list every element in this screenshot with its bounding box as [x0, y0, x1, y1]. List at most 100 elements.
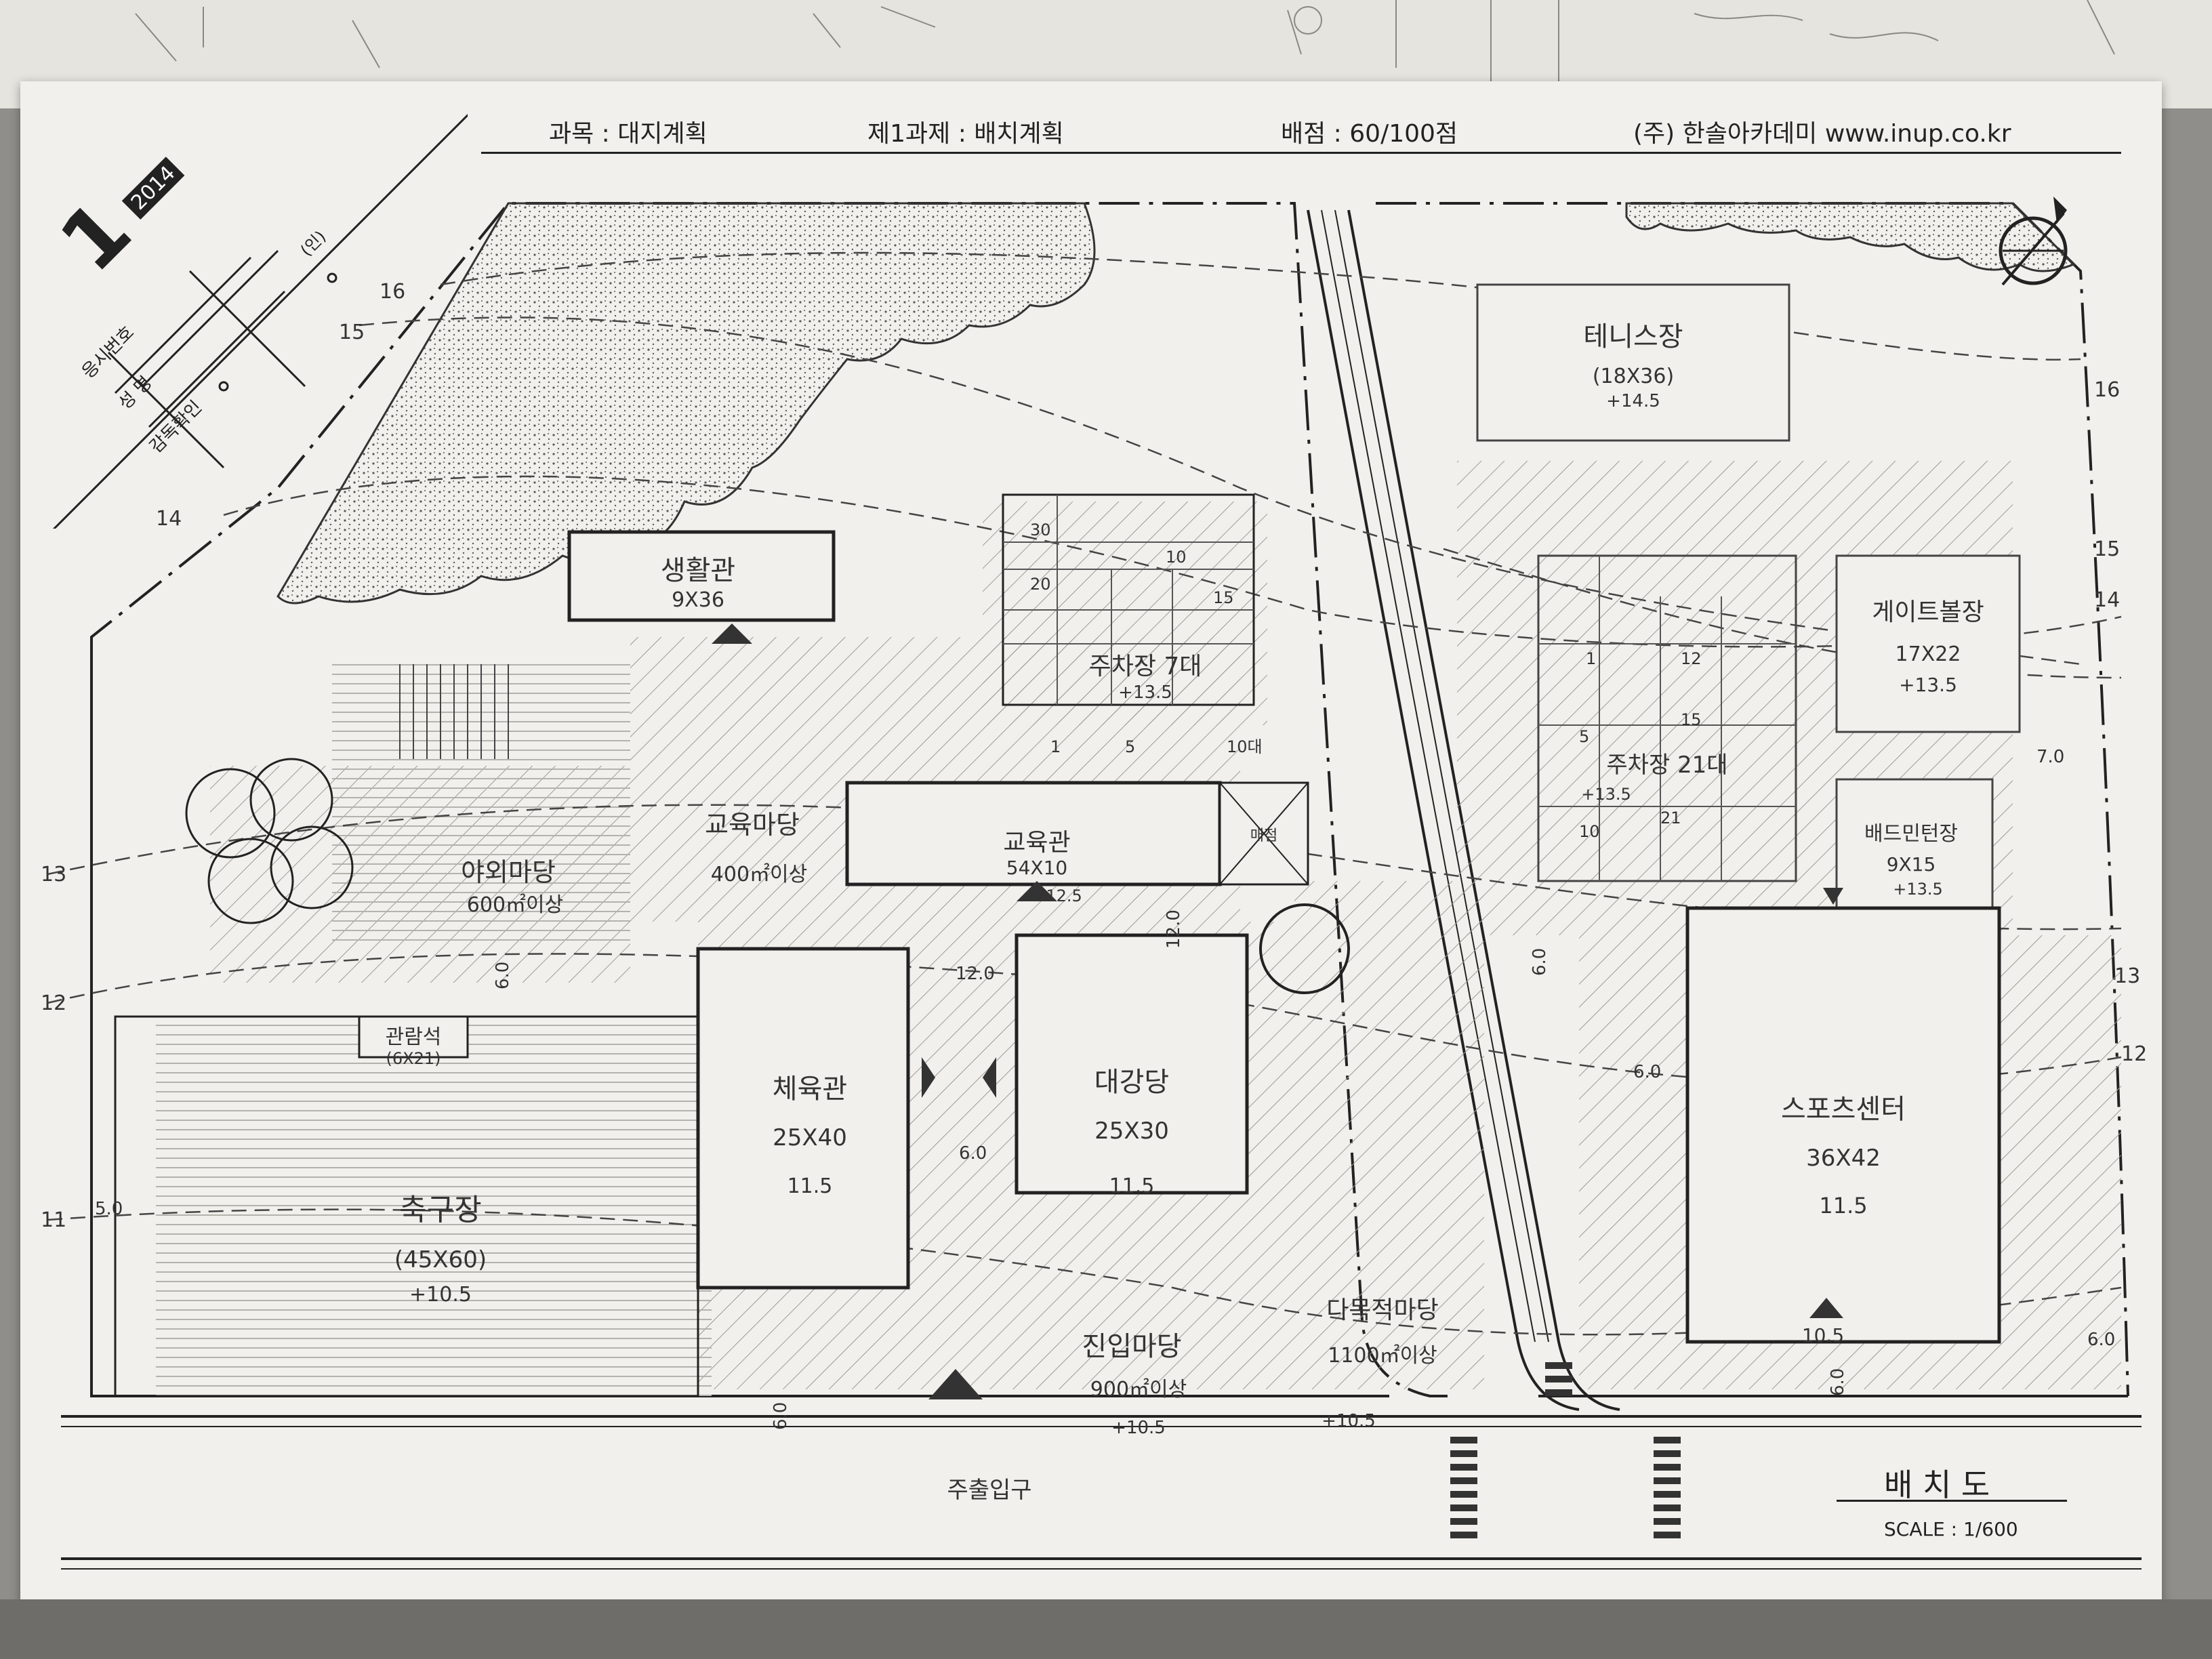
label-dormitory-size: 9X36 [672, 588, 724, 612]
label-gym-level: 11.5 [787, 1174, 833, 1198]
drawing-title: 배 치 도 [1884, 1467, 1990, 1503]
site-plan-drawing: 생활관 9X36 주차장 7대 +13.5 30 20 10 15 1 5 10… [41, 197, 2147, 1570]
round-pavilion [1259, 903, 1350, 994]
label-parking-right: 주차장 21대 [1606, 752, 1727, 779]
paved-areas [210, 461, 2121, 1389]
label-viewing-size: (6X21) [386, 1049, 441, 1068]
label-tennis: 테니스장 [1583, 321, 1683, 352]
header-subject: 과목 : 대지계획 [549, 120, 708, 148]
north-arrow-icon [1999, 197, 2068, 286]
stall-r-15: 15 [1681, 710, 1702, 729]
label-tennis-size: (18X36) [1593, 365, 1674, 388]
label-outdoor-plaza: 야외마당 [461, 857, 556, 887]
label-gateball: 게이트볼장 [1872, 598, 1984, 626]
stall-20: 20 [1030, 575, 1051, 594]
label-education-level: +12.5 [1032, 886, 1082, 905]
stall-r-10: 10 [1579, 822, 1600, 841]
contour-16-right: 16 [2094, 378, 2120, 402]
label-parking-left: 주차장 7대 [1089, 653, 1202, 680]
drafting-board-edge [0, 1599, 2212, 1659]
label-education: 교육관 [1003, 829, 1070, 857]
label-badminton-level: +13.5 [1893, 880, 1943, 899]
contour-13-right: 13 [2114, 964, 2140, 988]
label-viewing: 관람석 [386, 1025, 442, 1049]
gymnasium-building [696, 947, 910, 1290]
main-street [61, 1415, 2142, 1570]
internal-road [1307, 209, 1620, 1411]
contour-12-right: 12 [2121, 1042, 2147, 1066]
drawing-scale: SCALE : 1/600 [1884, 1518, 2018, 1540]
header-rule [481, 152, 2121, 154]
soccer-field [114, 1015, 699, 1397]
label-front-plaza: 진입마당 [1082, 1331, 1181, 1362]
stall-10: 10 [1166, 548, 1187, 567]
store-building [1218, 781, 1309, 886]
drawing-title-box: 배 치 도 [1837, 1460, 2067, 1503]
contour-16-left: 16 [380, 280, 405, 304]
label-education-size: 54X10 [1006, 857, 1067, 879]
plan-labels: 생활관 9X36 주차장 7대 +13.5 30 20 10 15 1 5 10… [386, 321, 1984, 1504]
contour-12-left: 12 [41, 991, 66, 1015]
stall-r-12: 12 [1681, 649, 1702, 668]
tree-symbol-icon [185, 758, 354, 924]
header-task: 제1과제 : 배치계획 [867, 120, 1064, 148]
grass-areas [156, 664, 712, 1396]
label-sports-center-level: 11.5 [1819, 1193, 1867, 1218]
label-soccer-level: +10.5 [409, 1283, 472, 1307]
title-block-frame [33, 94, 489, 550]
label-right-level: 10.5 [1802, 1324, 1844, 1347]
label-gym: 체육관 [773, 1073, 847, 1105]
contour-11-left: 11 [41, 1208, 66, 1232]
label-parking-left-level: +13.5 [1118, 682, 1172, 703]
contour-15-left: 15 [339, 321, 365, 344]
label-edu-plaza-area: 400㎡이상 [711, 863, 807, 886]
stall-r-21: 21 [1660, 808, 1681, 827]
dim-9: 7.0 [2036, 747, 2064, 767]
contour-14-right: 14 [2094, 588, 2120, 612]
dim-4: 5.0 [95, 1199, 123, 1219]
label-badminton-size: 9X15 [1887, 853, 1936, 876]
tennis-court [1476, 283, 1790, 442]
dimension-labels: 12.0 12.0 6.0 5.0 6.0 6.0 6.0 6.0 7.0 6.… [95, 747, 2115, 1430]
label-parking-right-level: +13.5 [1581, 785, 1631, 804]
label-auditorium-level: 11.5 [1109, 1174, 1155, 1198]
label-outdoor-plaza-area: 600㎡이상 [467, 893, 563, 917]
label-soccer: 축구장 [399, 1193, 481, 1227]
label-tennis-level: +14.5 [1606, 391, 1660, 411]
label-auditorium: 대강당 [1094, 1067, 1169, 1098]
label-multi-plaza-level: +10.5 [1322, 1411, 1376, 1431]
label-front-plaza-area: 900㎡이상 [1090, 1378, 1187, 1401]
crosswalk [1450, 1362, 1681, 1538]
contour-numbers: 16 15 14 13 12 11 16 15 14 13 12 [41, 280, 2147, 1232]
stall-r-5: 5 [1579, 727, 1589, 746]
dim-3: 6.0 [959, 1143, 987, 1164]
dim-5: 6.0 [771, 1402, 791, 1430]
label-auditorium-size: 25X30 [1094, 1118, 1169, 1145]
label-sports-center: 스포츠센터 [1781, 1094, 1906, 1125]
label-multi-plaza: 다목적마당 [1326, 1296, 1439, 1324]
stall-15: 15 [1213, 588, 1234, 607]
label-gateball-level: +13.5 [1899, 674, 1957, 696]
right-parking-lot [1537, 554, 1797, 882]
label-edu-plaza: 교육마당 [705, 810, 800, 840]
dim-8: 6.0 [1633, 1062, 1661, 1082]
dim-2: 12.0 [956, 964, 995, 984]
entrance-triangle-icon [712, 623, 1843, 1399]
label-soccer-size: (45X60) [394, 1246, 487, 1273]
dim-10: 6.0 [2087, 1330, 2115, 1350]
title-block: 1 2014 응시번호 성 명 감독확인 (인) [33, 94, 489, 550]
stall-1: 1 [1050, 737, 1061, 756]
stall-5: 5 [1125, 737, 1135, 756]
label-front-plaza-level: +10.5 [1111, 1418, 1166, 1438]
label-sports-center-size: 36X42 [1806, 1145, 1881, 1172]
bleacher-stairs [399, 664, 509, 759]
gateball-court [1835, 554, 2021, 733]
header-score: 배점 : 60/100점 [1281, 120, 1458, 148]
label-dormitory: 생활관 [661, 555, 735, 586]
forest-left [276, 202, 1096, 605]
background-sketch [135, 0, 2115, 108]
sports-center-building [1685, 906, 2001, 1344]
label-main-entrance: 주출입구 [947, 1477, 1031, 1504]
exam-sheet: 과목 : 대지계획 제1과제 : 배치계획 배점 : 60/100점 (주) 한… [20, 81, 2162, 1613]
badminton-court [1835, 778, 1994, 923]
